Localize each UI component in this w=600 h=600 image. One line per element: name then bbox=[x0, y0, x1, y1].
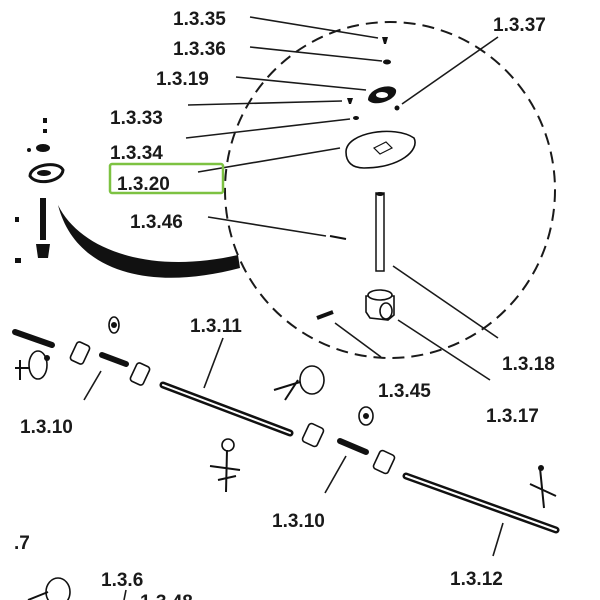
detail-callout-swoosh bbox=[58, 205, 240, 278]
detail-parts bbox=[316, 37, 416, 321]
label-1-3-10-left: 1.3.10 bbox=[20, 417, 73, 438]
highlight-box bbox=[108, 162, 225, 195]
left-parts-stack bbox=[15, 118, 65, 263]
label-1-3-48-partial: 1.3.48 bbox=[140, 592, 193, 600]
label-1-3-35: 1.3.35 bbox=[173, 9, 226, 30]
label-1-3-10-right: 1.3.10 bbox=[272, 511, 325, 532]
label-1-3-19: 1.3.19 bbox=[156, 69, 209, 90]
label-1-3-36: 1.3.36 bbox=[173, 39, 226, 60]
label-1-3-6: 1.3.6 bbox=[101, 570, 143, 591]
label-1-3-11: 1.3.11 bbox=[190, 316, 242, 337]
label-1-3-46: 1.3.46 bbox=[130, 212, 183, 233]
label-1-3-12: 1.3.12 bbox=[450, 569, 503, 590]
label-1-3-45: 1.3.45 bbox=[378, 381, 431, 402]
label-partial-7: .7 bbox=[14, 533, 30, 554]
label-1-3-20: 1.3.20 bbox=[117, 174, 170, 195]
label-1-3-18: 1.3.18 bbox=[502, 354, 555, 375]
label-1-3-33: 1.3.33 bbox=[110, 108, 163, 129]
leader-lines bbox=[83, 16, 504, 600]
label-1-3-37: 1.3.37 bbox=[493, 15, 546, 36]
detail-circle bbox=[224, 21, 556, 359]
callout-labels: 1.3.35 1.3.36 1.3.19 1.3.33 1.3.34 1.3.2… bbox=[14, 9, 555, 600]
label-1-3-34: 1.3.34 bbox=[110, 143, 163, 164]
label-1-3-17: 1.3.17 bbox=[486, 406, 539, 427]
lower-assembly bbox=[12, 316, 560, 600]
